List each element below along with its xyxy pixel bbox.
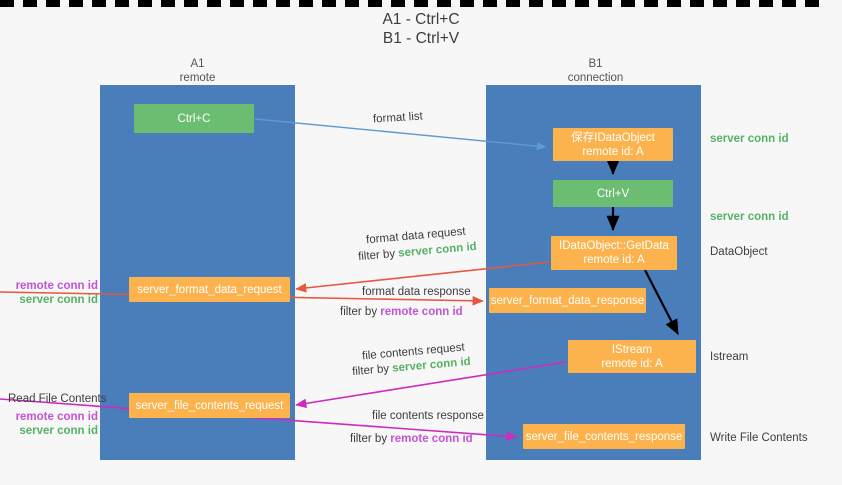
node-getdata-sub: remote id: A: [583, 254, 645, 266]
node-idataobject-getdata[interactable]: IDataObject::GetData remote id: A: [551, 236, 677, 270]
label-remote-conn-id-2: remote conn id: [15, 411, 98, 423]
edge-label-format-list: format list: [372, 110, 424, 126]
node-server-format-data-response[interactable]: server_format_data_response: [489, 288, 646, 313]
node-ctrl-v-label: Ctrl+V: [596, 187, 630, 200]
node-save-idataobject-label: 保存IDataObject: [571, 131, 655, 144]
lane-b1-name: B1: [588, 58, 603, 70]
node-ctrl-v[interactable]: Ctrl+V: [553, 180, 673, 207]
lane-a1-sub: remote: [179, 71, 216, 84]
label-left-conn-group-1: remote conn id server conn id: [8, 279, 98, 307]
title-line-2: B1 - Ctrl+V: [382, 30, 460, 47]
edge-label-file-contents-response-filter: filter by remote conn id: [350, 432, 473, 447]
label-remote-conn-id-1: remote conn id: [15, 280, 98, 292]
node-server-file-contents-request-label: server_file_contents_request: [135, 399, 284, 412]
lane-header-a1: A1 remote: [135, 58, 260, 85]
filter-prefix: filter by: [340, 306, 381, 318]
label-server-conn-id-2: server conn id: [19, 425, 98, 437]
node-server-file-contents-response-label: server_file_contents_response: [525, 430, 683, 443]
node-server-file-contents-response[interactable]: server_file_contents_response: [523, 424, 685, 449]
node-istream-label: IStream: [611, 343, 653, 356]
label-read-file-contents: Read File Contents: [8, 393, 107, 405]
filter-prefix: filter by: [350, 433, 391, 445]
label-server-conn-id-1: server conn id: [19, 294, 98, 306]
edge-label-format-data-response-filter: filter by remote conn id: [340, 305, 463, 320]
node-ctrl-c-label: Ctrl+C: [177, 112, 211, 125]
filter-prefix: filter by: [357, 247, 399, 264]
lane-a1-name: A1: [190, 58, 205, 70]
label-write-file-contents: Write File Contents: [710, 432, 808, 444]
node-save-idataobject-sub: remote id: A: [582, 145, 644, 158]
label-istream: Istream: [710, 351, 749, 363]
node-server-file-contents-request[interactable]: server_file_contents_request: [129, 393, 290, 418]
label-server-conn-id-top: server conn id: [710, 133, 789, 145]
page-title: A1 - Ctrl+C B1 - Ctrl+V: [0, 10, 842, 48]
filter-value-remote-conn-id: remote conn id: [390, 433, 473, 445]
lane-b1-sub: connection: [567, 71, 624, 84]
node-ctrl-c[interactable]: Ctrl+C: [134, 104, 254, 133]
node-server-format-data-response-label: server_format_data_response: [490, 294, 645, 307]
node-server-format-data-request[interactable]: server_format_data_request: [129, 277, 290, 302]
label-server-conn-id-mid: server conn id: [710, 211, 789, 223]
label-left-conn-group-2: remote conn id server conn id: [8, 410, 98, 438]
dashed-divider: [0, 0, 822, 7]
node-save-idataobject[interactable]: 保存IDataObject remote id: A: [553, 128, 673, 161]
node-istream-sub: remote id: A: [601, 357, 663, 370]
lane-header-b1: B1 connection: [533, 58, 658, 85]
title-line-1: A1 - Ctrl+C: [382, 11, 460, 28]
filter-prefix: filter by: [351, 362, 393, 379]
label-dataobject: DataObject: [710, 246, 768, 258]
node-getdata-label: IDataObject::GetData: [559, 240, 669, 252]
node-istream[interactable]: IStream remote id: A: [568, 340, 696, 373]
node-server-format-data-request-label: server_format_data_request: [137, 283, 282, 296]
edge-label-format-data-response: format data response: [362, 286, 471, 298]
edge-label-file-contents-response: file contents response: [372, 410, 484, 422]
filter-value-remote-conn-id: remote conn id: [380, 306, 463, 318]
